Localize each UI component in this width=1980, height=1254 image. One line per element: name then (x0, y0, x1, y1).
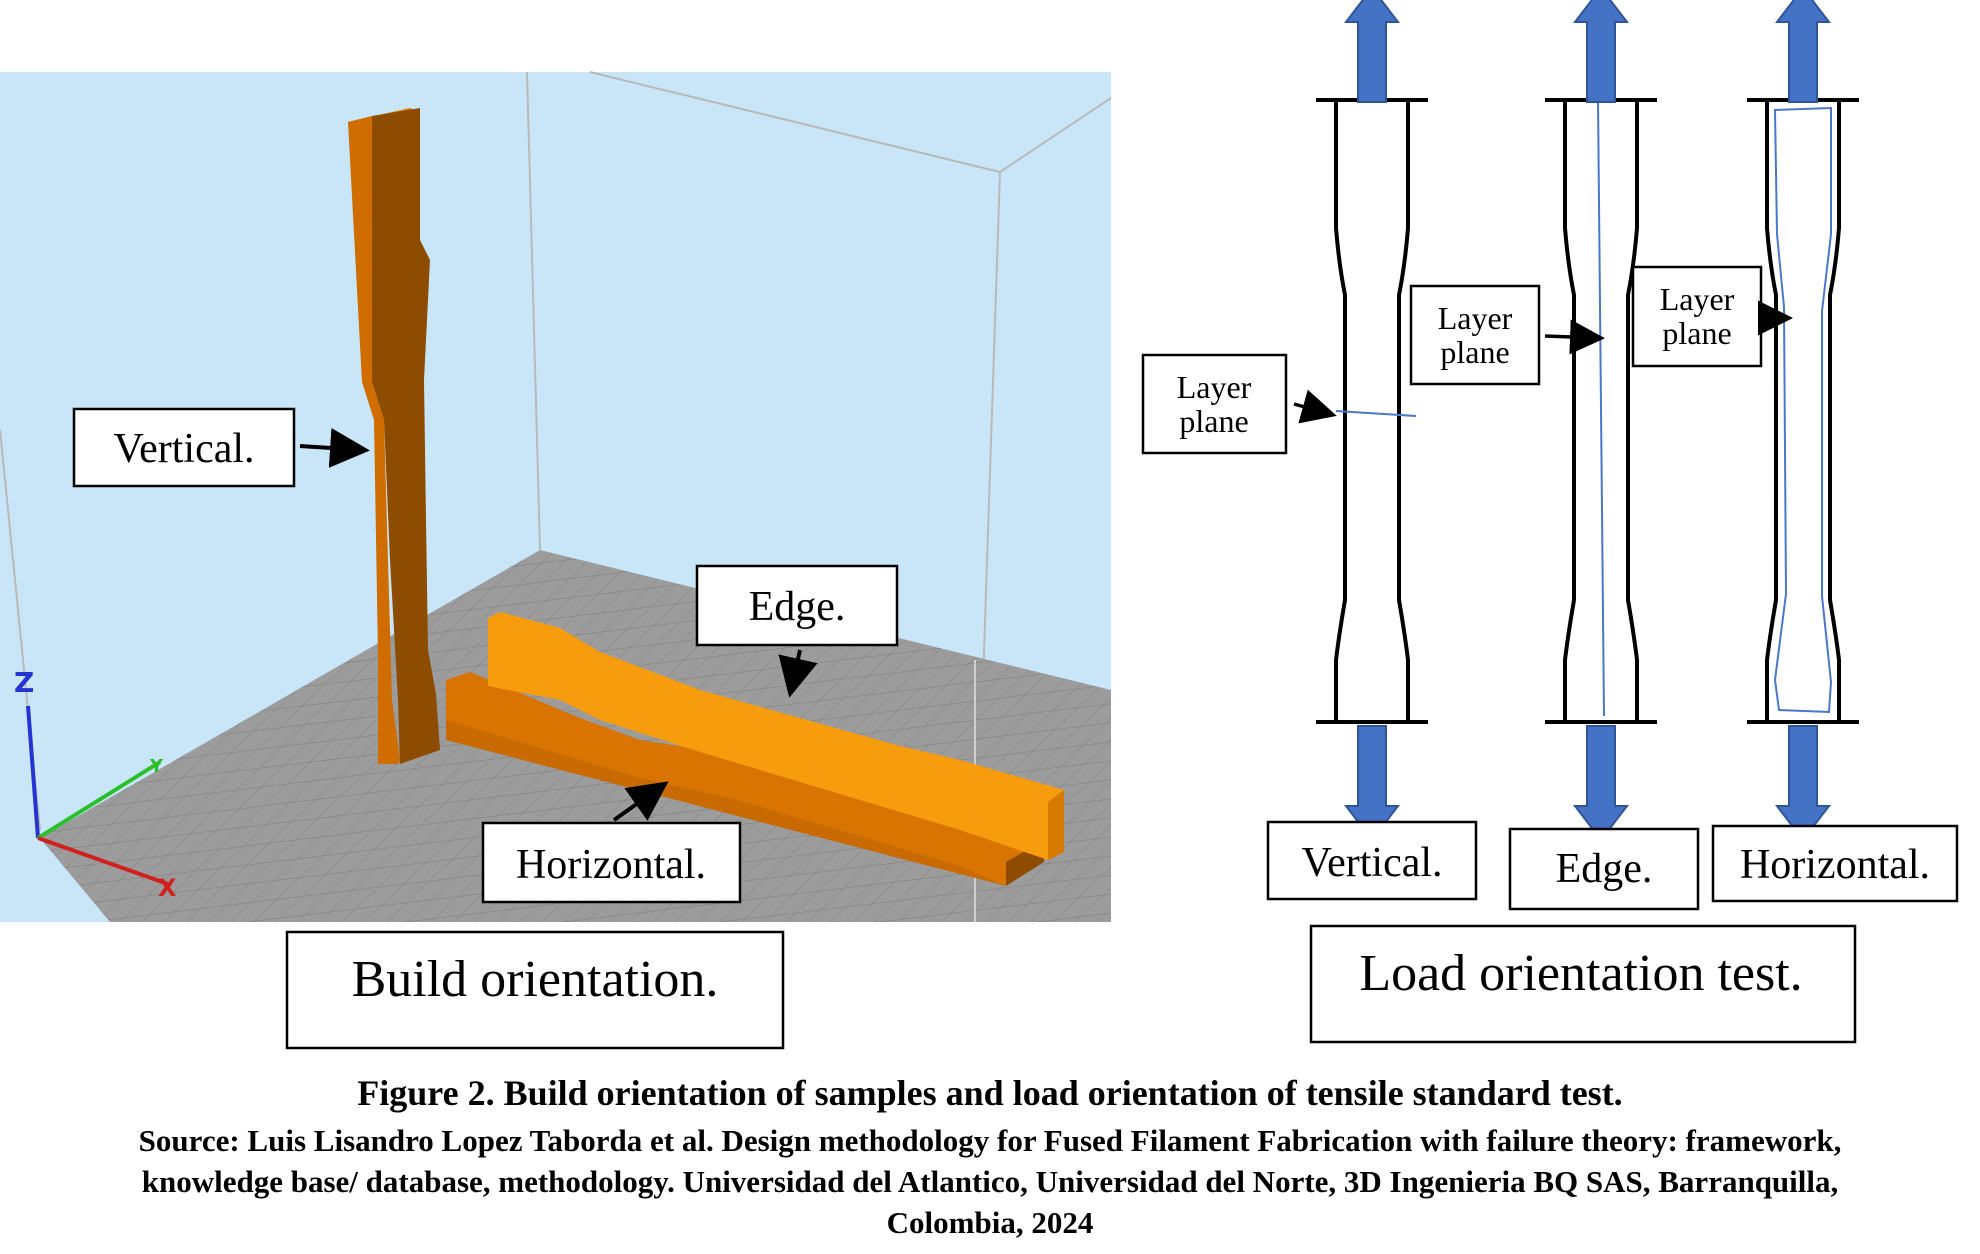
horizontal-label-text: Horizontal. (516, 842, 706, 888)
layer-plane-arrow-edge (1544, 319, 1605, 355)
load-orientation-title: Load orientation test. (1359, 945, 1802, 1002)
edge-specimen (488, 612, 1064, 860)
y-axis (36, 760, 162, 840)
layer-plane-outline (1773, 106, 1833, 714)
specimen-left-edge (1563, 100, 1576, 722)
vertical-specimen (348, 108, 440, 764)
layer-plane-arrow-vertical (1293, 389, 1337, 424)
build-orientation-title: Build orientation. (352, 951, 719, 1008)
specimen-label-edge: Edge. (1508, 827, 1700, 911)
load-arrow-down-icon (1572, 725, 1630, 842)
build-viewport: Z Y X Vertical. Edge. Horizontal. (0, 71, 1112, 923)
specimen-left-edge (1765, 100, 1778, 722)
figure-caption-source-line2: knowledge base/ database, methodology. U… (141, 1164, 1839, 1199)
load-arrow-up-icon (1774, 0, 1832, 103)
x-axis-label: X (158, 874, 177, 902)
build-orientation-title-box: Build orientation. (285, 930, 785, 1050)
layer-plane-line2: plane (1179, 403, 1248, 439)
vertical-label: Vertical. (72, 407, 296, 488)
specimen-left-edge (1334, 100, 1347, 722)
specimen-name: Horizontal. (1740, 842, 1930, 888)
load-arrow-down-icon (1774, 725, 1832, 842)
horizontal-pointer-arrow (612, 781, 669, 822)
layer-plane-label-edge: Layer plane (1409, 284, 1541, 386)
layer-plane-line2: plane (1662, 315, 1731, 351)
specimen-right-edge (1397, 100, 1410, 722)
axis-triad (26, 705, 169, 886)
figure-caption-title: Figure 2. Build orientation of samples a… (357, 1073, 1623, 1113)
layer-plane-line1: Layer (1438, 300, 1513, 336)
vertical-pointer-arrow (299, 427, 370, 468)
load-arrow-up-icon (1343, 0, 1401, 103)
specimen-right-edge (1626, 100, 1639, 722)
edge-label-text: Edge. (749, 584, 846, 630)
edge-pointer-arrow (778, 649, 818, 698)
specimen-name: Vertical. (1301, 840, 1442, 886)
layer-plane-line (1335, 410, 1417, 417)
z-axis (26, 705, 40, 839)
layer-plane-line1: Layer (1660, 281, 1735, 317)
layer-plane-label-horizontal: Layer plane (1631, 265, 1763, 368)
figure-caption-source-line3: Colombia, 2024 (886, 1205, 1094, 1240)
x-axis (37, 836, 169, 886)
y-axis-label: Y (149, 756, 164, 777)
vertical-label-text: Vertical. (113, 426, 254, 472)
layer-plane-line1: Layer (1177, 369, 1252, 405)
edge-label: Edge. (695, 564, 899, 647)
horizontal-label: Horizontal. (481, 821, 742, 904)
specimen-right-edge (1828, 100, 1841, 722)
specimen-label-vertical: Vertical. (1266, 820, 1478, 901)
specimen-label-horizontal: Horizontal. (1711, 824, 1959, 903)
layer-plane-line (1597, 99, 1605, 717)
layer-plane-label-vertical: Layer plane (1141, 353, 1288, 455)
specimen-name: Edge. (1556, 846, 1653, 892)
layer-plane-line2: plane (1440, 334, 1509, 370)
load-arrow-up-icon (1572, 0, 1630, 103)
z-axis-label: Z (14, 666, 34, 699)
load-orientation-diagram (1316, 0, 1859, 842)
load-orientation-title-box: Load orientation test. (1309, 924, 1857, 1044)
figure-caption-source-line1: Source: Luis Lisandro Lopez Taborda et a… (138, 1123, 1842, 1158)
